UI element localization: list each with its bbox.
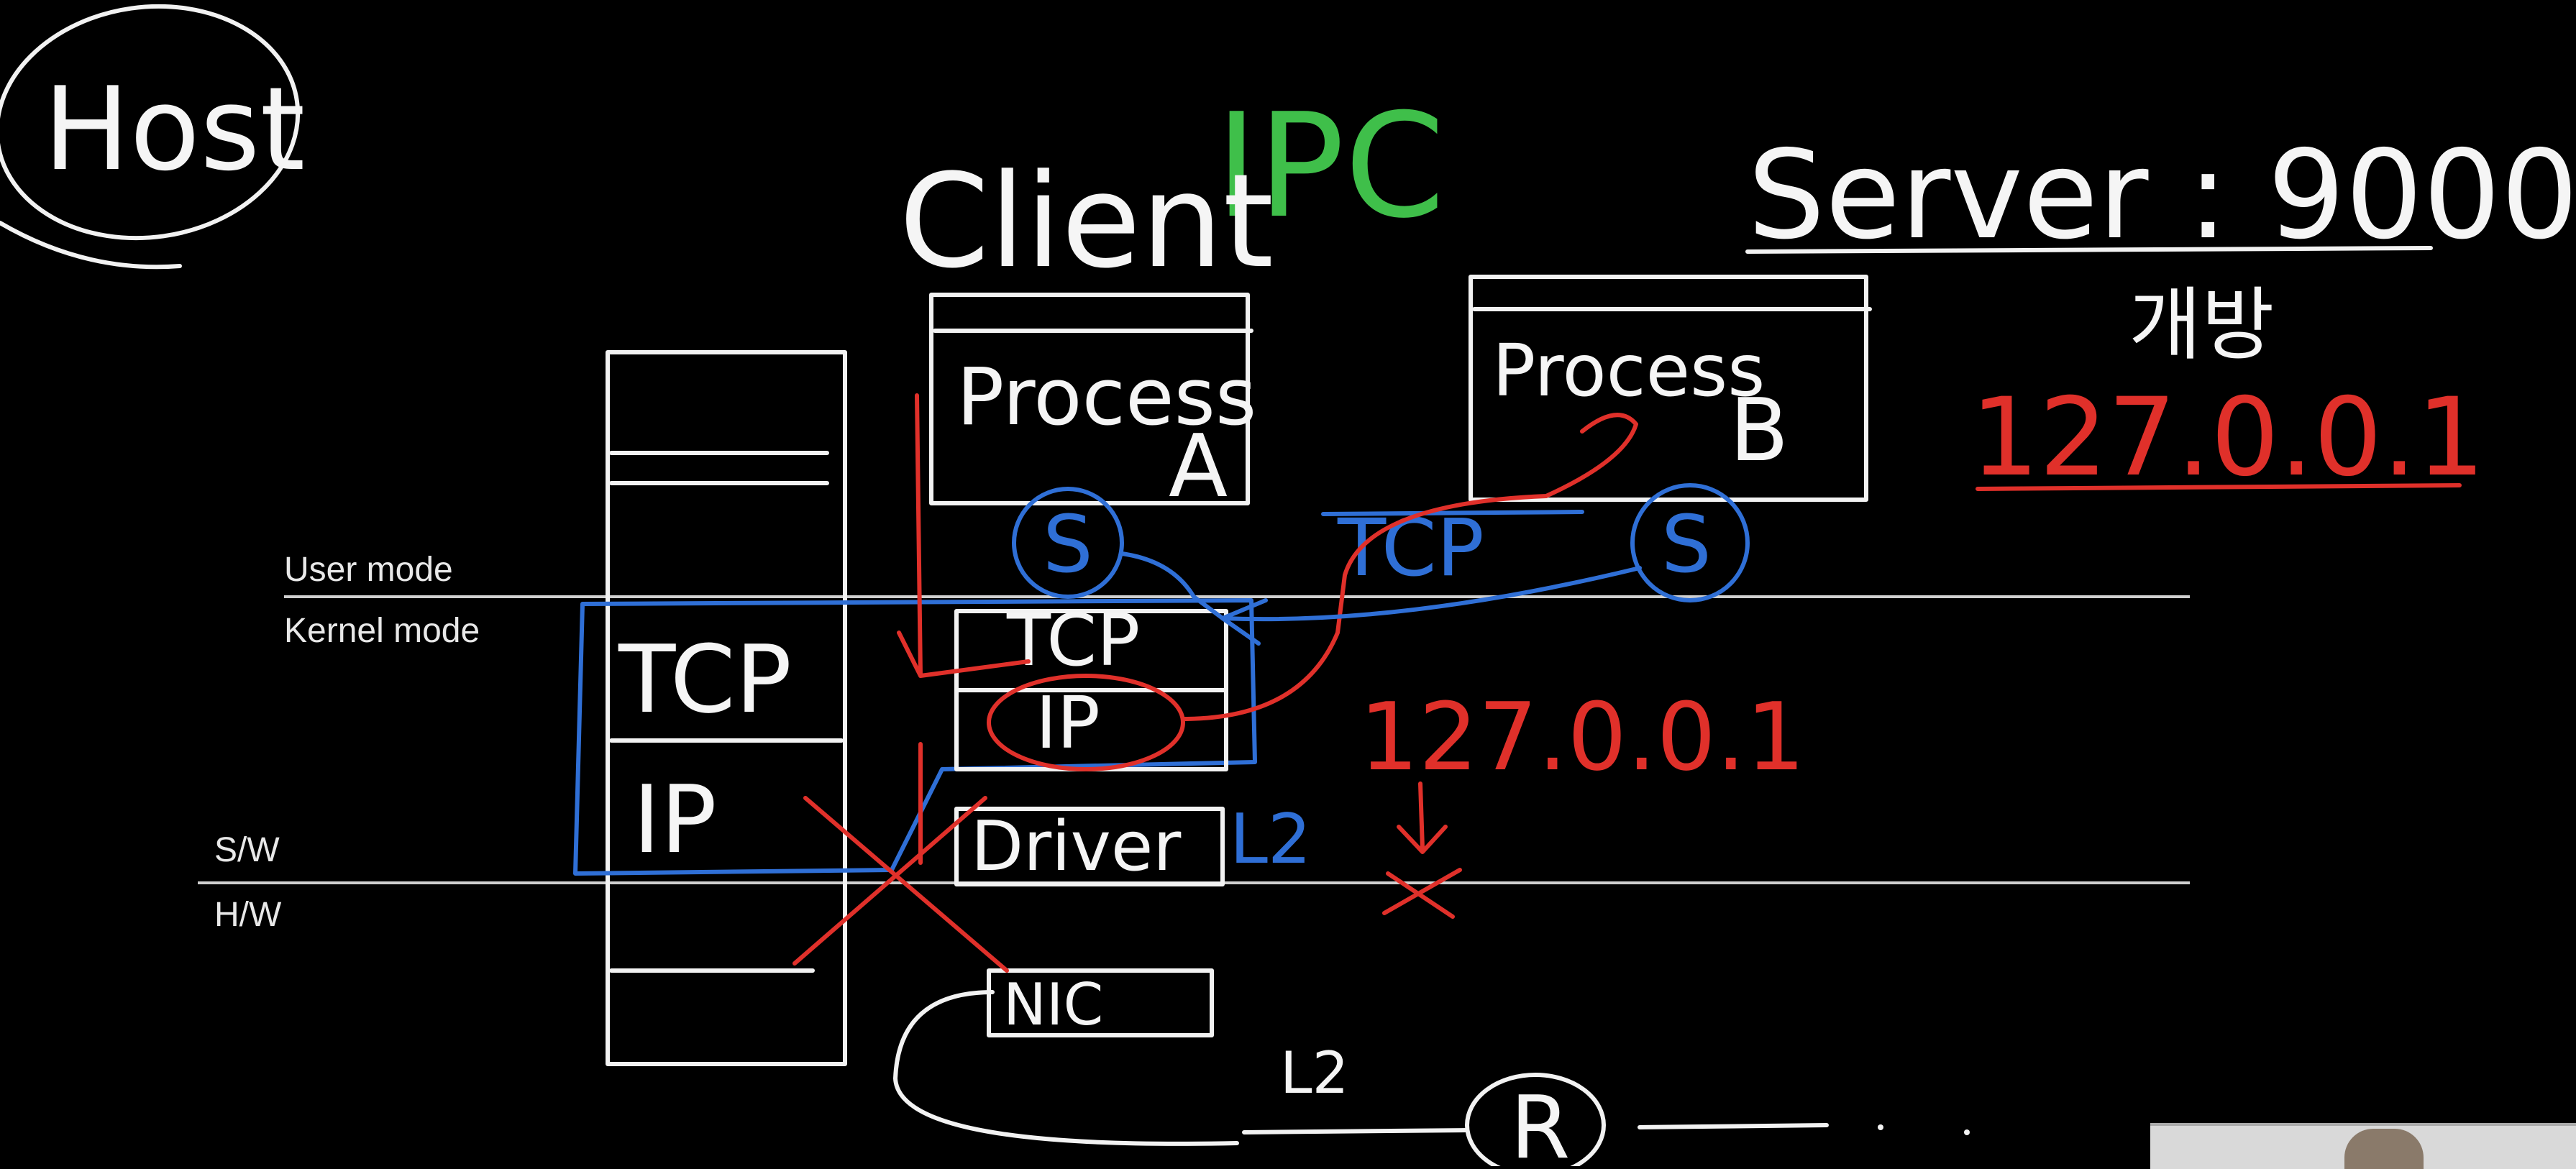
left-stack <box>606 350 847 1066</box>
l2-label: L2 <box>1230 800 1311 879</box>
kernel-stack-outline <box>573 598 1257 876</box>
socket-a-label: S <box>1043 498 1093 590</box>
hw-label: H/W <box>214 896 282 934</box>
loopback-path <box>1181 413 1638 721</box>
driver-label: Driver <box>971 807 1182 886</box>
router-label: R <box>1510 1078 1570 1166</box>
trail-dot-2 <box>1964 1129 1970 1135</box>
socket-connection <box>1120 551 1642 622</box>
sw-label: S/W <box>214 831 280 869</box>
host-ellipse-tail <box>0 221 182 270</box>
router-link <box>1242 1128 1469 1134</box>
server-label: Server : 9000 <box>1748 124 2576 267</box>
socket-a-circle <box>1012 487 1124 599</box>
process-a-box <box>929 293 1250 505</box>
nic-box <box>987 968 1214 1037</box>
trail-dot-1 <box>1878 1124 1883 1130</box>
server-ip-underline <box>1976 483 2462 491</box>
loopback-down-arrow <box>1397 781 1448 854</box>
client-label: Client <box>899 147 1274 297</box>
process-a-suffix: A <box>1169 417 1228 517</box>
process-b-label: Process <box>1492 329 1765 413</box>
socket-b-label: S <box>1661 498 1712 590</box>
server-underline <box>1745 246 2433 254</box>
server-ip: 127.0.0.1 <box>1970 375 2485 500</box>
client-ip-label: IP <box>1036 681 1100 765</box>
user-mode-label: User mode <box>284 551 453 589</box>
server-note: 개방 <box>2129 279 2274 371</box>
kernel-mode-label: Kernel mode <box>284 612 480 650</box>
process-b-box <box>1469 275 1868 502</box>
ipc-label: IPC <box>1215 83 1445 250</box>
webcam-overlay <box>2150 1123 2576 1169</box>
red-down-arrow <box>897 393 1031 678</box>
host-ellipse <box>0 4 301 241</box>
socket-b-circle <box>1630 483 1750 602</box>
client-tcp-label: TCP <box>1006 598 1140 682</box>
router-circle <box>1465 1073 1606 1166</box>
left-tcp-label: TCP <box>618 625 792 734</box>
tcp-link-line <box>1321 510 1584 516</box>
host-label: Host <box>43 62 305 196</box>
process-b-suffix: B <box>1730 381 1789 481</box>
left-ip-label: IP <box>633 765 717 874</box>
nic-cable <box>893 990 1239 1146</box>
process-a-label: Process <box>956 351 1256 443</box>
loopback-block-x <box>1382 868 1462 919</box>
driver-block-x <box>793 796 1009 973</box>
ip-highlight-circle <box>987 674 1185 771</box>
nic-label: NIC <box>1003 971 1103 1038</box>
l2-bottom-label: L2 <box>1280 1040 1348 1106</box>
driver-box <box>954 807 1225 886</box>
loopback-ip-label: 127.0.0.1 <box>1359 682 1805 792</box>
router-outlink <box>1638 1123 1829 1129</box>
socket-arrowhead <box>1220 598 1268 646</box>
